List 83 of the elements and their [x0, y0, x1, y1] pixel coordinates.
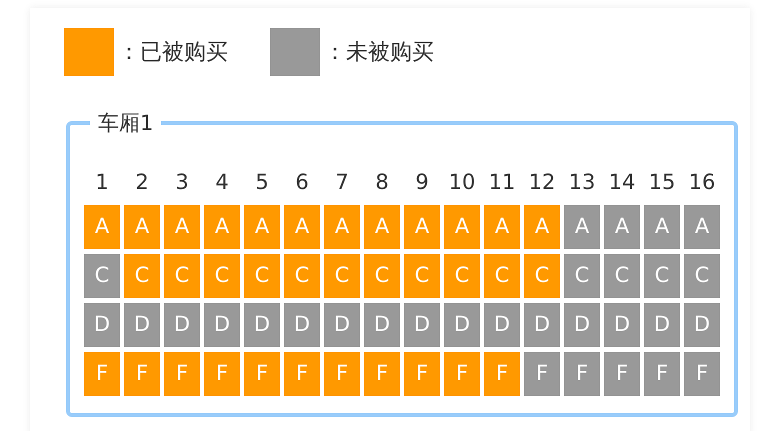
column-number: 14 [608, 169, 636, 195]
seat-box: C [444, 254, 480, 298]
seat-box: C [484, 254, 520, 298]
column-number: 1 [94, 169, 110, 195]
carriage-title: 车厢1 [90, 111, 162, 135]
seat-box: F [684, 352, 720, 396]
seat-box: F [324, 352, 360, 396]
seat-box: C [244, 254, 280, 298]
seat-box: A [244, 205, 280, 249]
seat-box: F [204, 352, 240, 396]
column-number: 15 [648, 169, 676, 195]
seat-box: F [164, 352, 200, 396]
seat-box: D [524, 303, 560, 347]
seat-box: D [484, 303, 520, 347]
column-number: 7 [334, 169, 350, 195]
column-number: 13 [568, 169, 596, 195]
seat-box: C [324, 254, 360, 298]
seat-box: D [364, 303, 400, 347]
seat-box: F [604, 352, 640, 396]
seat-box: C [204, 254, 240, 298]
seat-box: D [164, 303, 200, 347]
seat-box: F [244, 352, 280, 396]
seat-box: F [524, 352, 560, 396]
seat-box: A [164, 205, 200, 249]
seat-box: A [684, 205, 720, 249]
legend-label: ：未被购买 [324, 38, 434, 66]
legend-label: ：已被购买 [118, 38, 228, 66]
seat-box: C [404, 254, 440, 298]
seat-box: C [84, 254, 120, 298]
seat-box: D [284, 303, 320, 347]
seat-box: A [604, 205, 640, 249]
seat-box: C [164, 254, 200, 298]
seat-box: D [84, 303, 120, 347]
seat-box: C [604, 254, 640, 298]
seat-box: D [124, 303, 160, 347]
column-number: 16 [688, 169, 716, 195]
seat-box: F [84, 352, 120, 396]
column-number: 3 [174, 169, 190, 195]
seat-box: F [484, 352, 520, 396]
seat-box: D [644, 303, 680, 347]
seat-box: A [484, 205, 520, 249]
seat-box: C [364, 254, 400, 298]
seat-box: D [444, 303, 480, 347]
seat-box: C [564, 254, 600, 298]
column-number: 10 [448, 169, 476, 195]
seat-box: F [364, 352, 400, 396]
seat-box: A [444, 205, 480, 249]
seat-box: C [124, 254, 160, 298]
seat-box: D [404, 303, 440, 347]
seat-box: A [524, 205, 560, 249]
column-number: 4 [214, 169, 230, 195]
seat-box: A [404, 205, 440, 249]
seat-box: D [324, 303, 360, 347]
seat-box: A [644, 205, 680, 249]
column-number: 5 [254, 169, 270, 195]
seat-box: C [524, 254, 560, 298]
seat-box: F [124, 352, 160, 396]
seat-box: A [124, 205, 160, 249]
column-number: 12 [528, 169, 556, 195]
column-number: 9 [414, 169, 430, 195]
column-number: 2 [134, 169, 150, 195]
column-number: 11 [488, 169, 516, 195]
seat-box: F [644, 352, 680, 396]
seat-box: F [564, 352, 600, 396]
seat-box: F [444, 352, 480, 396]
seat-box: F [284, 352, 320, 396]
seat-box: F [404, 352, 440, 396]
seat-box: C [284, 254, 320, 298]
seat-box: A [84, 205, 120, 249]
seat-box: D [244, 303, 280, 347]
column-number: 6 [294, 169, 310, 195]
column-number: 8 [374, 169, 390, 195]
seat-box: C [644, 254, 680, 298]
seat-box: C [684, 254, 720, 298]
seat-box: A [324, 205, 360, 249]
seat-box: A [564, 205, 600, 249]
seat-box: D [604, 303, 640, 347]
seat-box: D [564, 303, 600, 347]
seat-box: A [204, 205, 240, 249]
seat-box: A [364, 205, 400, 249]
seat-box: D [684, 303, 720, 347]
seat-box: A [284, 205, 320, 249]
seat-box: D [204, 303, 240, 347]
